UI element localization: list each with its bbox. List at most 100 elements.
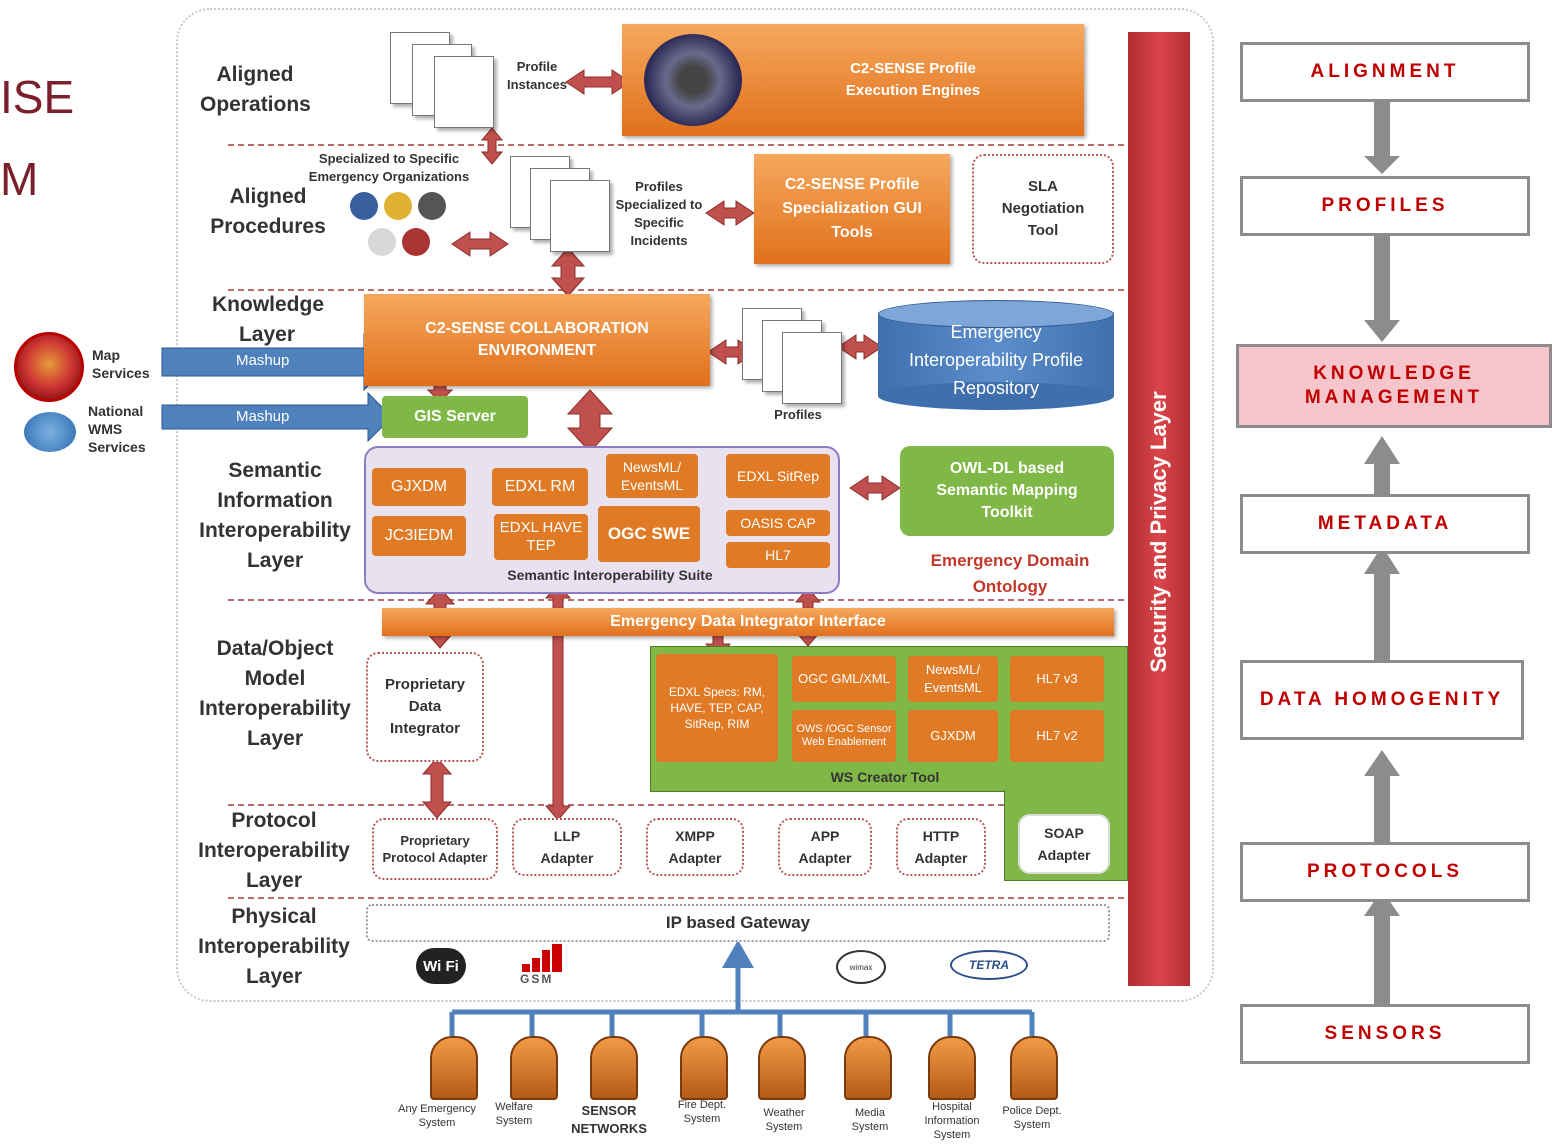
semantic-item-edxl-rm: EDXL RM — [492, 468, 588, 506]
title-line-2: M — [0, 153, 39, 205]
system-label: Welfare System — [495, 1101, 533, 1127]
stack-sensors: SENSORS — [1240, 1004, 1530, 1064]
sla-negotiation-box: SLA Negotiation Tool — [972, 154, 1114, 264]
wifi-logo: Wi Fi — [416, 948, 466, 984]
data-item-gjxdm: GJXDM — [908, 710, 998, 762]
semantic-item-gjxdm: GJXDM — [372, 468, 466, 506]
gears-icon — [644, 34, 742, 126]
semantic-item-ogc-swe: OGC SWE — [598, 506, 700, 562]
layer-semantic: Semantic Information Interoperability La… — [199, 459, 351, 572]
domain-ontology-label: Emergency Domain Ontology — [930, 551, 1090, 596]
security-layer-label: Security and Privacy Layer — [1146, 391, 1171, 673]
semantic-item-newsml: NewsML/ EventsML — [606, 454, 698, 498]
adapter-soap: SOAP Adapter — [1018, 814, 1110, 874]
adapter-xmpp: XMPP Adapter — [646, 818, 744, 876]
server-icon — [844, 1036, 892, 1100]
semantic-item-edxl-sitrep: EDXL SitRep — [726, 454, 830, 498]
globe-icon — [14, 332, 84, 402]
system-label: Police Dept. System — [1002, 1105, 1062, 1131]
profile-document-icon — [550, 180, 610, 252]
profiles-incidents-label: Profiles Specialized to Specific Inciden… — [615, 179, 703, 248]
data-item-ows-ogc: OWS /OGC Sensor Web Enablement — [792, 710, 896, 762]
data-item-hl7-v2: HL7 v2 — [1010, 710, 1104, 762]
gsm-logo: GSM — [516, 944, 574, 986]
tetra-logo-text: TETRA — [969, 958, 1009, 972]
proprietary-integrator-box: Proprietary Data Integrator — [366, 652, 484, 762]
system-label: Any Emergency System — [398, 1103, 476, 1129]
layer-data-object: Data/Object Model Interoperability Layer — [199, 637, 351, 750]
adapter-llp: LLP Adapter — [512, 818, 622, 876]
owl-toolkit-box: OWL-DL based Semantic Mapping Toolkit — [900, 446, 1114, 536]
gsm-logo-text: GSM — [520, 972, 554, 986]
wifi-logo-text: Wi Fi — [423, 957, 459, 975]
server-icon — [510, 1036, 558, 1100]
collaboration-environment-box: C2-SENSE COLLABORATION ENVIRONMENT — [364, 294, 710, 386]
profile-document-icon — [782, 332, 842, 404]
stack-protocols: PROTOCOLS — [1240, 842, 1530, 902]
stack-profiles: PROFILES — [1240, 176, 1530, 236]
tetra-logo: TETRA — [950, 950, 1028, 980]
arrow-integrator-protocol — [421, 757, 453, 819]
data-integrator-interface-bar: Emergency Data Integrator Interface — [382, 608, 1114, 636]
gis-server-box: GIS Server — [382, 396, 528, 438]
data-item-ogc-gml: OGC GML/XML — [792, 656, 896, 702]
server-icon — [928, 1036, 976, 1100]
arrow-collab-semantic — [566, 389, 614, 453]
title-line-1: ISE — [0, 71, 75, 123]
people-icon — [350, 192, 450, 262]
arrow-people-profiles — [451, 231, 509, 257]
layer-knowledge: Knowledge Layer — [212, 293, 325, 346]
system-label: Hospital Information System — [924, 1101, 980, 1141]
server-icon — [430, 1036, 478, 1100]
system-label: SENSOR NETWORKS — [571, 1103, 647, 1136]
arrow-semantic-owl — [849, 475, 901, 501]
adapter-http: HTTP Adapter — [896, 818, 986, 876]
data-item-edxl-specs: EDXL Specs: RM, HAVE, TEP, CAP, SitRep, … — [656, 654, 778, 762]
arrow-profiles-repo — [837, 334, 883, 360]
arrow-ops-procs — [480, 127, 504, 165]
wms-services-label: National WMS Services — [88, 403, 146, 455]
stack-alignment: ALIGNMENT — [1240, 42, 1530, 102]
server-icon — [590, 1036, 638, 1100]
stack-knowledge-management: KNOWLEDGE MANAGEMENT — [1236, 344, 1552, 428]
layer-aligned-procedures: Aligned Procedures — [210, 185, 326, 238]
arrow-instances-engine — [565, 69, 631, 95]
repository-label: Emergency Interoperability Profile Repos… — [908, 322, 1084, 398]
wimax-logo: wimax — [836, 950, 886, 984]
wimax-logo-text: wimax — [849, 962, 873, 972]
data-item-newsml: NewsML/ EventsML — [908, 656, 998, 702]
semantic-suite-label: Semantic Interoperability Suite — [507, 567, 713, 583]
stack-metadata: METADATA — [1240, 494, 1530, 554]
stack-data-homogenity: DATA HOMOGENITY — [1240, 660, 1524, 740]
layer-physical: Physical Interoperability Layer — [198, 905, 350, 988]
layer-protocol: Protocol Interoperability Layer — [198, 809, 350, 892]
system-label: Fire Dept. System — [677, 1099, 727, 1125]
profiles-label: Profiles — [774, 407, 822, 422]
semantic-item-edxl-have-tep: EDXL HAVE TEP — [494, 514, 588, 560]
wms-globe-icon — [24, 412, 76, 452]
server-icon — [680, 1036, 728, 1100]
layer-aligned-operations: Aligned Operations — [200, 63, 311, 116]
mashup-label-1: Mashup — [236, 352, 290, 369]
mashup-arrow-2 — [161, 391, 393, 443]
data-item-hl7-v3: HL7 v3 — [1010, 656, 1104, 702]
specialized-orgs-label: Specialized to Specific Emergency Organi… — [308, 151, 470, 184]
system-label: Weather System — [763, 1107, 805, 1133]
profile-document-icon — [434, 56, 494, 128]
adapter-app: APP Adapter — [778, 818, 872, 876]
server-icon — [758, 1036, 806, 1100]
security-privacy-layer: Security and Privacy Layer — [1128, 32, 1190, 986]
arrow-profiles-gui — [705, 200, 755, 226]
semantic-item-hl7: HL7 — [726, 542, 830, 568]
ip-gateway-bar: IP based Gateway — [366, 904, 1110, 942]
execution-engines-label: C2-SENSE Profile Execution Engines — [845, 60, 981, 99]
profile-repository-cylinder: Emergency Interoperability Profile Repos… — [878, 300, 1114, 410]
system-label: Media System — [851, 1107, 889, 1133]
map-services-label: Map Services — [92, 347, 150, 381]
gui-tools-box: C2-SENSE Profile Specialization GUI Tool… — [754, 154, 950, 264]
execution-engines-box: C2-SENSE Profile Execution Engines — [622, 24, 1084, 136]
adapter-proprietary: Proprietary Protocol Adapter — [372, 818, 498, 880]
profile-instances-label: Profile Instances — [507, 59, 567, 92]
semantic-item-oasis-cap: OASIS CAP — [726, 510, 830, 536]
ws-creator-label: WS Creator Tool — [830, 769, 940, 785]
